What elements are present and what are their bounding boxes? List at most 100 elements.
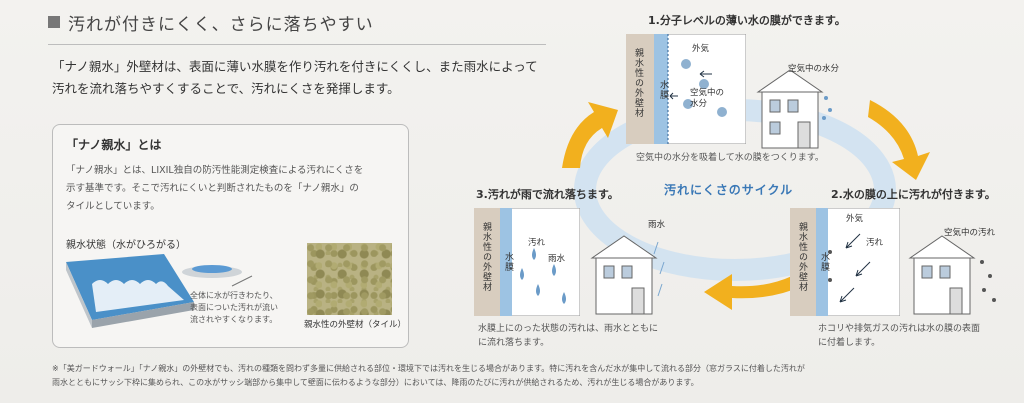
rain-line — [659, 261, 665, 275]
step1-title: 1.分子レベルの薄い水の膜ができます。 — [648, 14, 846, 27]
house-window — [621, 265, 633, 279]
intro-text: 「ナノ親水」外壁材は、表面に薄い水膜を作り汚れを付きにくくし、また雨水によって … — [52, 56, 552, 100]
house-window — [787, 99, 799, 113]
moisture-dot — [822, 116, 826, 120]
box-body-line: 「ナノ親水」とは、LIXIL独自の防汚性能測定検査による汚れにくさを — [66, 165, 364, 176]
hydrophilic-label: 親水状態（水がひろがる） — [66, 240, 186, 251]
moisture-dot — [828, 108, 832, 112]
water-molecule — [683, 99, 693, 109]
house-window — [769, 99, 781, 113]
caption-line: に流れ落ちます。 — [478, 338, 550, 348]
dirt-dot — [992, 298, 996, 302]
step3-film-label: 水膜 — [503, 252, 513, 272]
step3-title: 3.汚れが雨で流れ落ちます。 — [476, 188, 619, 201]
step2-outside-label: 外気 — [846, 214, 864, 224]
dirt-particle — [828, 250, 832, 254]
step2-film-label: 水膜 — [819, 252, 829, 272]
house-door — [949, 287, 963, 315]
heading-divider — [48, 44, 546, 45]
step2-wall-panel — [790, 208, 900, 316]
tile-caption: 親水性の外壁材（タイル） — [304, 320, 407, 330]
arrow-icon — [669, 92, 678, 100]
arrow-icon — [699, 70, 712, 78]
water-film — [654, 34, 668, 144]
tile-desc-line: 流されやすくなります。 — [190, 315, 278, 324]
water-drop — [192, 265, 232, 273]
step1-wall-panel — [626, 34, 746, 144]
box-body-line: 示す基準です。そこで汚れにくいと判断されたものを「ナノ親水」の — [66, 183, 359, 194]
wall-material — [626, 34, 654, 144]
step3-house-label: 雨水 — [648, 220, 666, 230]
step3-wall-panel — [474, 208, 580, 316]
water-molecule — [681, 59, 691, 69]
step3-house-icon — [590, 235, 665, 315]
caption-line: 水膜上にのった状態の汚れは、雨水とともに — [478, 324, 659, 334]
step3-rain-label: 雨水 — [548, 254, 566, 264]
step2-caption: ホコリや排気ガスの汚れは水の膜の表面 に付着します。 — [818, 322, 998, 350]
step1-film-label: 水膜 — [658, 80, 668, 100]
step1-air-water-label: 空気中の水分 — [690, 88, 725, 109]
box-body: 「ナノ親水」とは、LIXIL独自の防汚性能測定検査による汚れにくさを 示す基準で… — [66, 162, 396, 216]
dirt-dot — [980, 260, 984, 264]
tile-side — [66, 262, 92, 328]
tile-desc-line: 全体に水が行きわたり、 — [190, 291, 278, 300]
dirt-dot — [988, 274, 992, 278]
step1-caption: 空気中の水分を吸着して水の膜をつくります。 — [636, 153, 824, 163]
hydrophilic-illustration — [66, 254, 253, 328]
house-window — [769, 121, 781, 135]
tile-description: 全体に水が行きわたり、 表面についた汚れが流い 流されやすくなります。 — [190, 290, 300, 326]
caption-line: ホコリや排気ガスの汚れは水の膜の表面 — [818, 324, 981, 334]
rain-drop — [562, 292, 566, 304]
caption-line: に付着します。 — [818, 338, 881, 348]
footnote: ※「美ガードウォール」「ナノ親水」の外壁材でも、汚れの種類を問わず多量に供給され… — [52, 362, 1012, 390]
rain-drop — [536, 284, 540, 296]
rain-drop — [532, 248, 536, 260]
intro-line: 「ナノ親水」外壁材は、表面に薄い水膜を作り汚れを付きにくくし、また雨水によって — [52, 59, 538, 74]
cycle-arrow-bottom — [704, 274, 802, 310]
tile-desc-line: 表面についた汚れが流い — [190, 303, 278, 312]
footnote-line: ※「美ガードウォール」「ナノ親水」の外壁材でも、汚れの種類を問わず多量に供給され… — [52, 364, 805, 373]
moisture-dot — [824, 96, 828, 100]
step2-house-label: 空気中の汚れ — [944, 228, 996, 238]
dirt-particle — [828, 278, 832, 282]
step3-caption: 水膜上にのった状態の汚れは、雨水とともに に流れ落ちます。 — [478, 322, 658, 350]
house-window — [939, 265, 951, 279]
step1-wall-label: 親水性の外壁材 — [633, 48, 643, 118]
water-film — [816, 208, 828, 316]
tile-front — [92, 302, 194, 328]
step2-house-icon — [908, 235, 996, 315]
step2-dirt-label: 汚れ — [866, 238, 884, 248]
dirt-arrow-icon — [839, 287, 855, 303]
house-roof — [908, 235, 976, 259]
box-body-line: タイルとしています。 — [66, 201, 160, 212]
footnote-line: 雨水とともにサッシ下枠に集められ、この水がサッシ端部から集中して壁面に伝わるよう… — [52, 378, 699, 387]
step2-wall-label: 親水性の外壁材 — [797, 222, 807, 292]
wall-material — [474, 208, 500, 316]
step2-title: 2.水の膜の上に汚れが付きます。 — [831, 188, 996, 201]
heading-square-icon — [48, 16, 60, 28]
rain-drop — [552, 264, 556, 276]
pointer-line — [231, 275, 253, 287]
box-title: 「ナノ親水」とは — [66, 138, 162, 152]
water-molecule — [717, 107, 727, 117]
house-door — [631, 287, 645, 315]
cycle-arrow-left — [562, 102, 618, 168]
rain-line — [657, 283, 663, 297]
step1-house-label: 空気中の水分 — [788, 64, 840, 74]
step1-house-icon — [756, 69, 832, 149]
step1-outside-label: 外気 — [692, 44, 710, 54]
water-spread — [92, 280, 184, 312]
house-door — [797, 121, 811, 149]
cycle-arrow-right — [868, 100, 930, 180]
house-window — [921, 265, 933, 279]
dirt-arrow-icon — [855, 261, 871, 277]
dirt-dot — [982, 288, 986, 292]
rain-line — [653, 241, 659, 255]
water-film — [500, 208, 512, 316]
intro-line: 汚れを流れ落ちやすくすることで、汚れにくさを発揮します。 — [52, 81, 400, 96]
step3-dirt-label: 汚れ — [528, 238, 546, 248]
wall-material — [790, 208, 816, 316]
rain-drop — [520, 268, 524, 280]
water-molecule — [699, 79, 709, 89]
cycle-label: 汚れにくさのサイクル — [664, 183, 794, 197]
